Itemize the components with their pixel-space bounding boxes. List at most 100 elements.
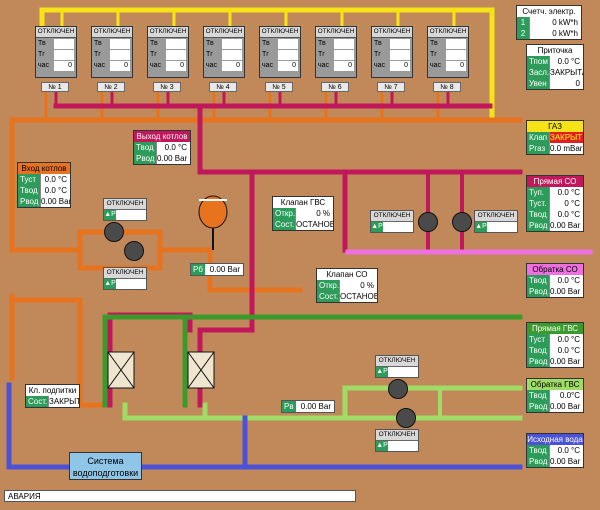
boiler-8[interactable]: ОТКЛЮЧЕН Тв Тг час 0 <box>427 26 469 78</box>
boiler-status: ОТКЛЮЧЕН <box>260 27 300 38</box>
makeup-title: Кл. подпитки <box>28 386 77 395</box>
dhw-pump-1-status[interactable]: ОТКЛЮЧЕН▲P <box>375 355 419 378</box>
hours-label: час <box>94 62 106 69</box>
hours-value: 0 <box>390 61 410 71</box>
outlet-title: Выход котлов <box>134 131 190 142</box>
dhw-pump-2-status[interactable]: ОТКЛЮЧЕН▲P <box>375 429 419 452</box>
co-pump-2-status[interactable]: ОТКЛЮЧЕН▲P <box>474 210 518 233</box>
boiler-number: № 2 <box>97 82 125 92</box>
tv-label: Тв <box>374 40 382 47</box>
return-co-title: Обратка СО <box>527 264 583 275</box>
tv-label: Тв <box>430 40 438 47</box>
heat-exchanger-2 <box>187 351 215 389</box>
cold-water-pipe <box>6 382 523 470</box>
boiler-status: ОТКЛЮЧЕН <box>372 27 412 38</box>
boiler-status: ОТКЛЮЧЕН <box>148 27 188 38</box>
boiler-status: ОТКЛЮЧЕН <box>316 27 356 38</box>
meter-title: Счетч. электр. <box>522 7 576 16</box>
co-valve-panel[interactable]: Клапан СО Откр.0 % Сост.ОСТАНОВ <box>316 268 378 303</box>
water-treatment-button[interactable]: Система водоподготовки <box>69 452 142 480</box>
hours-value: 0 <box>278 61 298 71</box>
boiler-pump-2-status[interactable]: ОТКЛЮЧЕН▲P <box>103 267 147 290</box>
hours-label: час <box>206 62 218 69</box>
pump-icon[interactable] <box>124 241 144 261</box>
boiler-6[interactable]: ОТКЛЮЧЕН Тв Тг час 0 <box>315 26 357 78</box>
hours-label: час <box>150 62 162 69</box>
pump-icon[interactable] <box>388 379 408 399</box>
boiler-4[interactable]: ОТКЛЮЧЕН Тв Тг час 0 <box>203 26 245 78</box>
hours-label: час <box>38 62 50 69</box>
boiler-number: № 7 <box>377 82 405 92</box>
return-dhw-title: Обратка ГВС <box>527 379 583 390</box>
boiler-return-pipe <box>9 117 523 253</box>
tg-label: Тг <box>430 51 437 58</box>
boiler-5[interactable]: ОТКЛЮЧЕН Тв Тг час 0 <box>259 26 301 78</box>
source-water-title: Исходная вода <box>527 434 583 445</box>
boiler-status: ОТКЛЮЧЕН <box>204 27 244 38</box>
tg-label: Тг <box>94 51 101 58</box>
co-valve-title: Клапан СО <box>326 270 368 279</box>
hours-value: 0 <box>334 61 354 71</box>
tg-label: Тг <box>262 51 269 58</box>
co-pump-1-status[interactable]: ОТКЛЮЧЕН▲P <box>370 210 414 233</box>
alarm-bar[interactable]: АВАРИЯ <box>4 490 356 502</box>
gas-pipe <box>39 7 495 123</box>
expansion-tank <box>198 195 228 250</box>
tg-label: Тг <box>38 51 45 58</box>
heat-exchanger-1 <box>107 351 135 389</box>
hours-label: час <box>318 62 330 69</box>
dhw-supply-pipe <box>102 314 523 408</box>
hours-value: 0 <box>222 61 242 71</box>
pump-icon[interactable] <box>104 222 124 242</box>
meter-2-value: 0 kW*h <box>529 28 581 39</box>
tv-label: Тв <box>206 40 214 47</box>
tg-label: Тг <box>206 51 213 58</box>
tg-label: Тг <box>318 51 325 58</box>
hours-value: 0 <box>166 61 186 71</box>
dhw-valve-panel[interactable]: Клапан ГВС Откр.0 % Сост.ОСТАНОВ <box>272 196 334 231</box>
dhw-valve-title: Клапан ГВС <box>280 198 326 207</box>
hours-value: 0 <box>446 61 466 71</box>
hours-label: час <box>374 62 386 69</box>
supply-title: Приточка <box>537 46 573 55</box>
boiler-status: ОТКЛЮЧЕН <box>92 27 132 38</box>
boiler-status: ОТКЛЮЧЕН <box>428 27 468 38</box>
boiler-number: № 3 <box>153 82 181 92</box>
hours-value: 0 <box>54 61 74 71</box>
boiler-7[interactable]: ОТКЛЮЧЕН Тв Тг час 0 <box>371 26 413 78</box>
direct-co-title: Прямая СО <box>527 176 583 187</box>
hours-label: час <box>262 62 274 69</box>
tv-label: Тв <box>38 40 46 47</box>
pump-icon[interactable] <box>396 408 416 428</box>
pump-icon[interactable] <box>418 212 438 232</box>
boiler-status: ОТКЛЮЧЕН <box>36 27 76 38</box>
tg-label: Тг <box>374 51 381 58</box>
boiler-number: № 4 <box>209 82 237 92</box>
makeup-valve-panel[interactable]: Кл. подпитки Сост.ЗАКРЫТ <box>25 384 80 408</box>
tv-label: Тв <box>262 40 270 47</box>
tv-label: Тв <box>318 40 326 47</box>
inlet-title: Вход котлов <box>18 163 70 174</box>
meter-1-value: 0 kW*h <box>529 17 581 28</box>
boiler-number: № 8 <box>433 82 461 92</box>
tg-label: Тг <box>150 51 157 58</box>
boiler-1[interactable]: ОТКЛЮЧЕН Тв Тг час 0 <box>35 26 77 78</box>
hours-label: час <box>430 62 442 69</box>
boiler-number: № 6 <box>321 82 349 92</box>
pump-icon[interactable] <box>452 212 472 232</box>
hours-value: 0 <box>110 61 130 71</box>
boiler-pump-1-status[interactable]: ОТКЛЮЧЕН▲P <box>103 198 147 221</box>
